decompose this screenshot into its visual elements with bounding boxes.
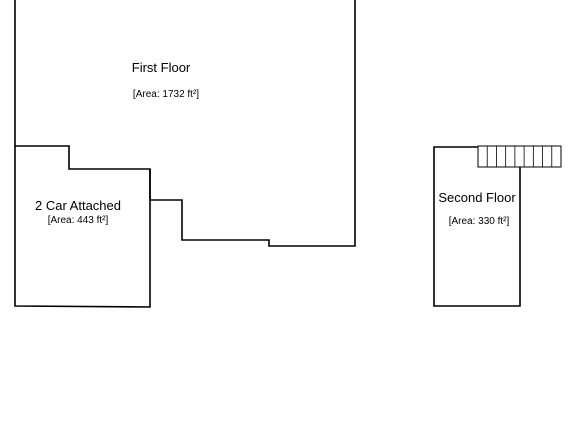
first-floor-outline	[14, 0, 356, 247]
garage-area: [Area: 443 ft²]	[48, 215, 109, 226]
staircase	[477, 145, 562, 168]
first-floor-room[interactable]: First Floor [Area: 1732 ft²]	[14, 0, 356, 247]
second-floor-label: Second Floor	[438, 190, 516, 205]
first-floor-label: First Floor	[132, 60, 191, 75]
garage-label: 2 Car Attached	[35, 198, 121, 213]
second-floor-room[interactable]: Second Floor [Area: 330 ft²]	[433, 146, 521, 307]
garage-room[interactable]: 2 Car Attached [Area: 443 ft²]	[14, 146, 151, 308]
garage-outline	[14, 146, 151, 308]
second-floor-outline	[433, 146, 521, 307]
first-floor-area: [Area: 1732 ft²]	[133, 89, 199, 100]
second-floor-area: [Area: 330 ft²]	[449, 216, 510, 227]
staircase-outline	[477, 145, 562, 168]
